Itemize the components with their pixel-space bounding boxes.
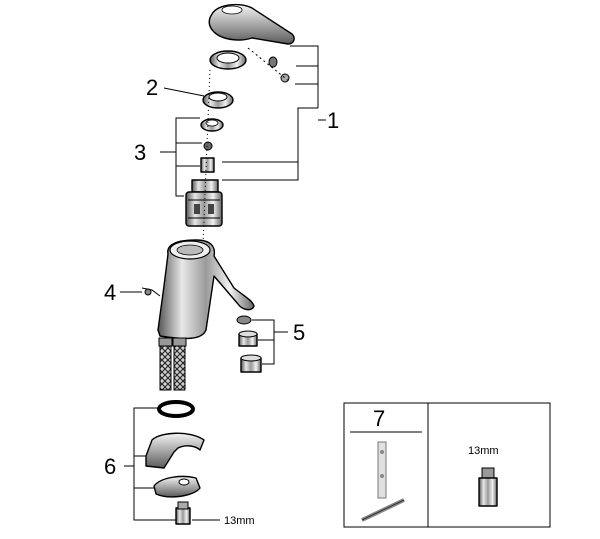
callout-5: 5 [293,320,305,345]
aerator-washer [236,315,252,325]
aerator-housing [240,354,262,373]
cartridge-nut [200,118,224,132]
handle-cap-ring [209,50,247,70]
callout-1: 1 [327,108,339,133]
callout-2: 2 [146,75,158,100]
mounting-nut [175,501,191,525]
cartridge [185,179,223,227]
callout-5-bracket [252,319,288,365]
callout-2-leader [163,87,205,97]
grub-screw [268,56,290,83]
tools-hex-size-label: 13mm [468,445,499,457]
callout-1-bracket [222,45,326,181]
drain-rod-clip [141,287,161,297]
mounting-o-ring [157,400,195,418]
stem-adapter [200,157,215,173]
callout-4: 4 [104,280,116,305]
callout-6: 6 [104,454,116,479]
callout-3-bracket [160,117,202,197]
aerator-insert [238,330,258,347]
callout-6-bracket [124,407,176,521]
tool-number: 7 [373,406,385,431]
hex-socket-adapter [478,467,498,507]
flexible-hoses [158,337,187,391]
o-ring-small [203,141,213,151]
lever-handle [208,3,295,45]
tap-body [157,239,255,340]
callout-3: 3 [134,140,146,165]
mounting-horseshoe-lower [153,475,201,498]
escutcheon-ring [202,91,234,109]
service-key-tool [361,441,405,522]
mounting-horseshoe-upper [145,432,205,469]
hex-size-label: 13mm [224,515,255,527]
